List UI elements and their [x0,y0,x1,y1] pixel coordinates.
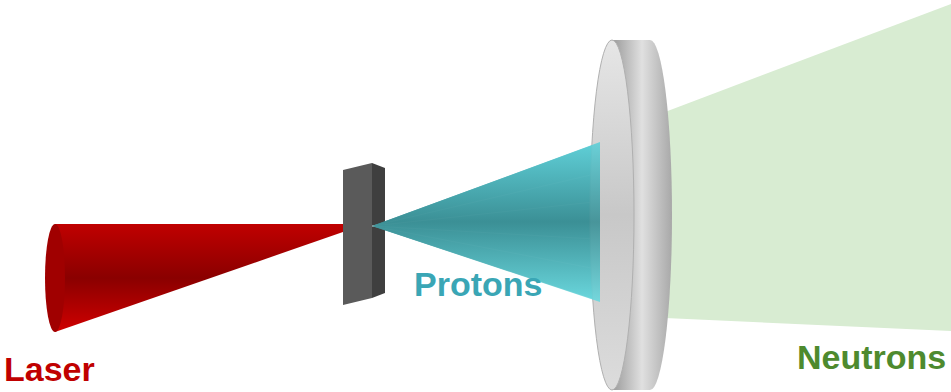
laser-label: Laser [4,352,95,386]
laser-base [45,224,65,332]
protons-label: Protons [414,267,542,301]
neutron-fan [665,4,951,331]
proton-cone [372,138,612,305]
neutrons-label: Neutrons [797,340,946,374]
laser-cone [55,224,366,332]
target-front [343,163,372,305]
proton-cone-front [372,142,600,302]
target-side [372,163,385,298]
